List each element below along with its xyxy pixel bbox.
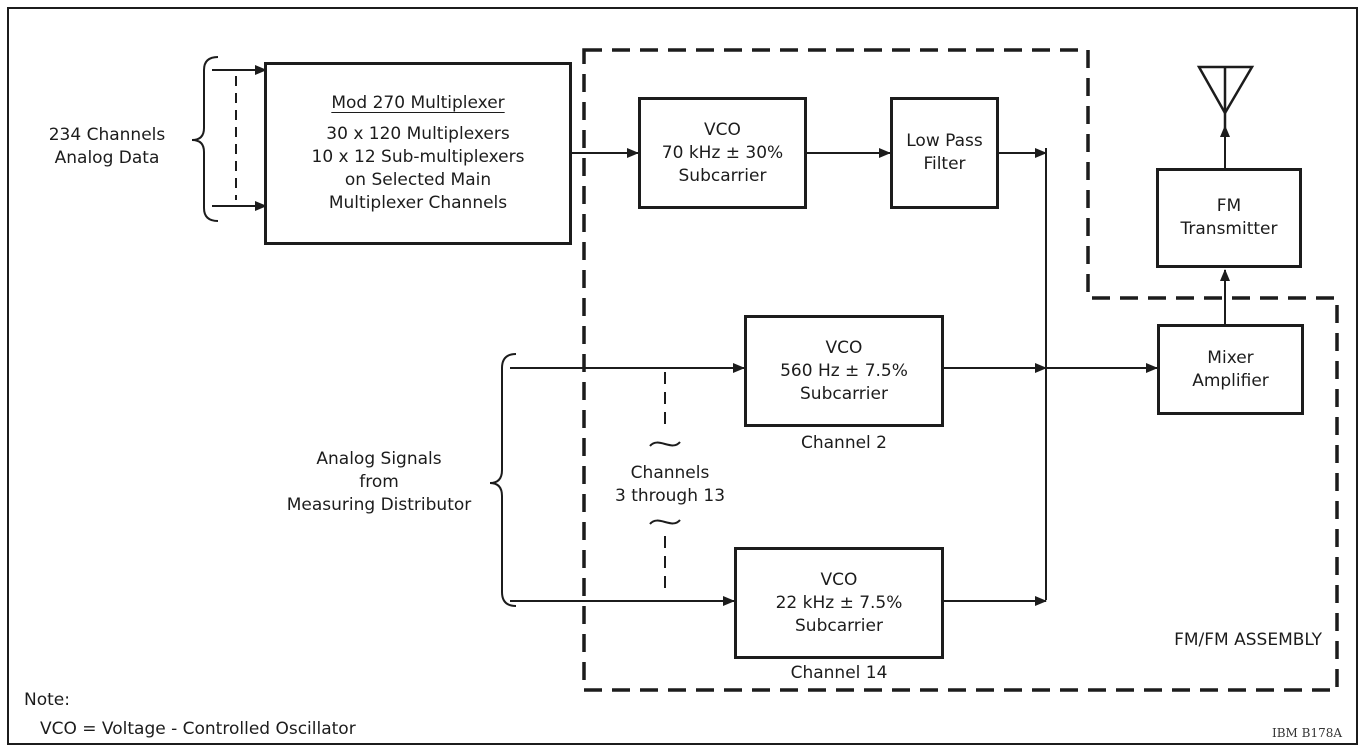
antenna-icon xyxy=(1196,65,1255,128)
fm-fm-assembly-label: FM/FM ASSEMBLY xyxy=(1174,630,1322,650)
vco-560hz-block: VCO 560 Hz ± 7.5% Subcarrier xyxy=(744,315,944,427)
input-analog-data-label: 234 Channels Analog Data xyxy=(48,125,166,168)
note-text: VCO = Voltage - Controlled Oscillator xyxy=(40,719,356,739)
multiplexer-line: Multiplexer Channels xyxy=(328,193,508,213)
note-heading: Note: xyxy=(24,690,70,710)
multiplexer-line: on Selected Main xyxy=(344,170,492,190)
low-pass-filter-block: Low Pass Filter xyxy=(890,97,999,209)
channel-14-label: Channel 14 xyxy=(790,663,888,683)
fm-transmitter-block: FM Transmitter xyxy=(1156,168,1302,268)
vco-70khz-block: VCO 70 kHz ± 30% Subcarrier xyxy=(638,97,807,209)
channel-2-label: Channel 2 xyxy=(800,433,887,453)
vco-22khz-block: VCO 22 kHz ± 7.5% Subcarrier xyxy=(734,547,944,659)
multiplexer-line: 10 x 12 Sub-multiplexers xyxy=(311,147,525,167)
signals-brace xyxy=(489,353,517,607)
multiplexer-title: Mod 270 Multiplexer xyxy=(331,93,505,113)
figure-id: IBM B178A xyxy=(1272,726,1343,740)
multiplexer-line: 30 x 120 Multiplexers xyxy=(326,124,510,144)
input-brace xyxy=(191,56,219,222)
assembly-boundary xyxy=(582,48,1339,692)
multiplexer-block: Mod 270 Multiplexer 30 x 120 Multiplexer… xyxy=(264,62,572,245)
mixer-amplifier-block: Mixer Amplifier xyxy=(1157,324,1304,415)
analog-signals-label: Analog Signals from Measuring Distributo… xyxy=(286,449,472,515)
break-mark-bottom xyxy=(649,519,681,525)
channels-range-label: Channels 3 through 13 xyxy=(614,463,726,506)
break-mark-top xyxy=(649,441,681,447)
outer-frame xyxy=(7,7,1358,745)
